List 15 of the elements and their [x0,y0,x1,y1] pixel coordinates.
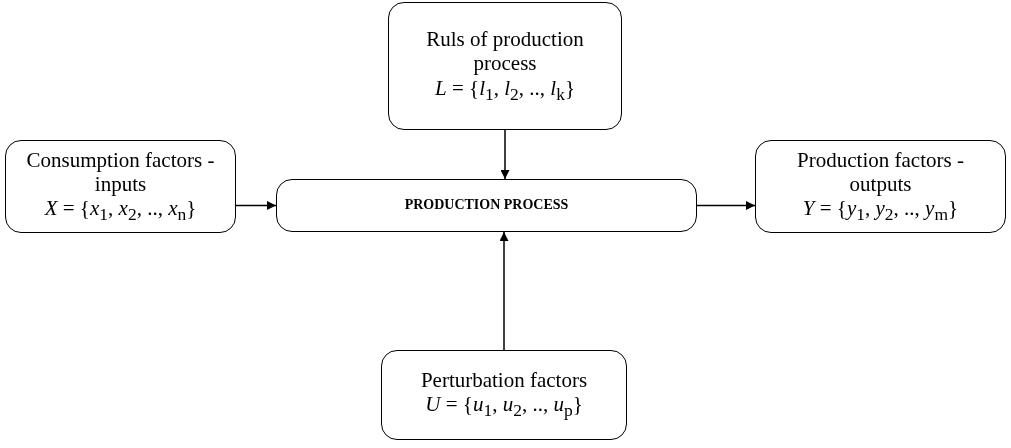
formula-text: X = {x$_{1}$, x$_{2}$, .., x$_{n}$} [44,196,197,226]
arrow [696,201,756,210]
process-box [388,2,622,130]
formula-text: L = {l$_{1}$, l$_{2}$, .., l$_{k}$} [435,75,575,105]
process-box [381,350,627,440]
formula-text: Y = {y$_{1}$, y$_{2}$, .., y$_{m}$} [802,196,959,226]
process-box [276,179,697,232]
process-box [5,140,236,233]
box-title: Perturbation factors [420,368,588,393]
arrow [235,201,277,210]
arrow [500,129,510,180]
box-title: PRODUCTION PROCESS [404,197,569,214]
arrow [499,231,509,351]
process-box [755,140,1006,233]
formula-text: U = {u$_{1}$, u$_{2}$, .., u$_{p}$} [425,392,583,422]
